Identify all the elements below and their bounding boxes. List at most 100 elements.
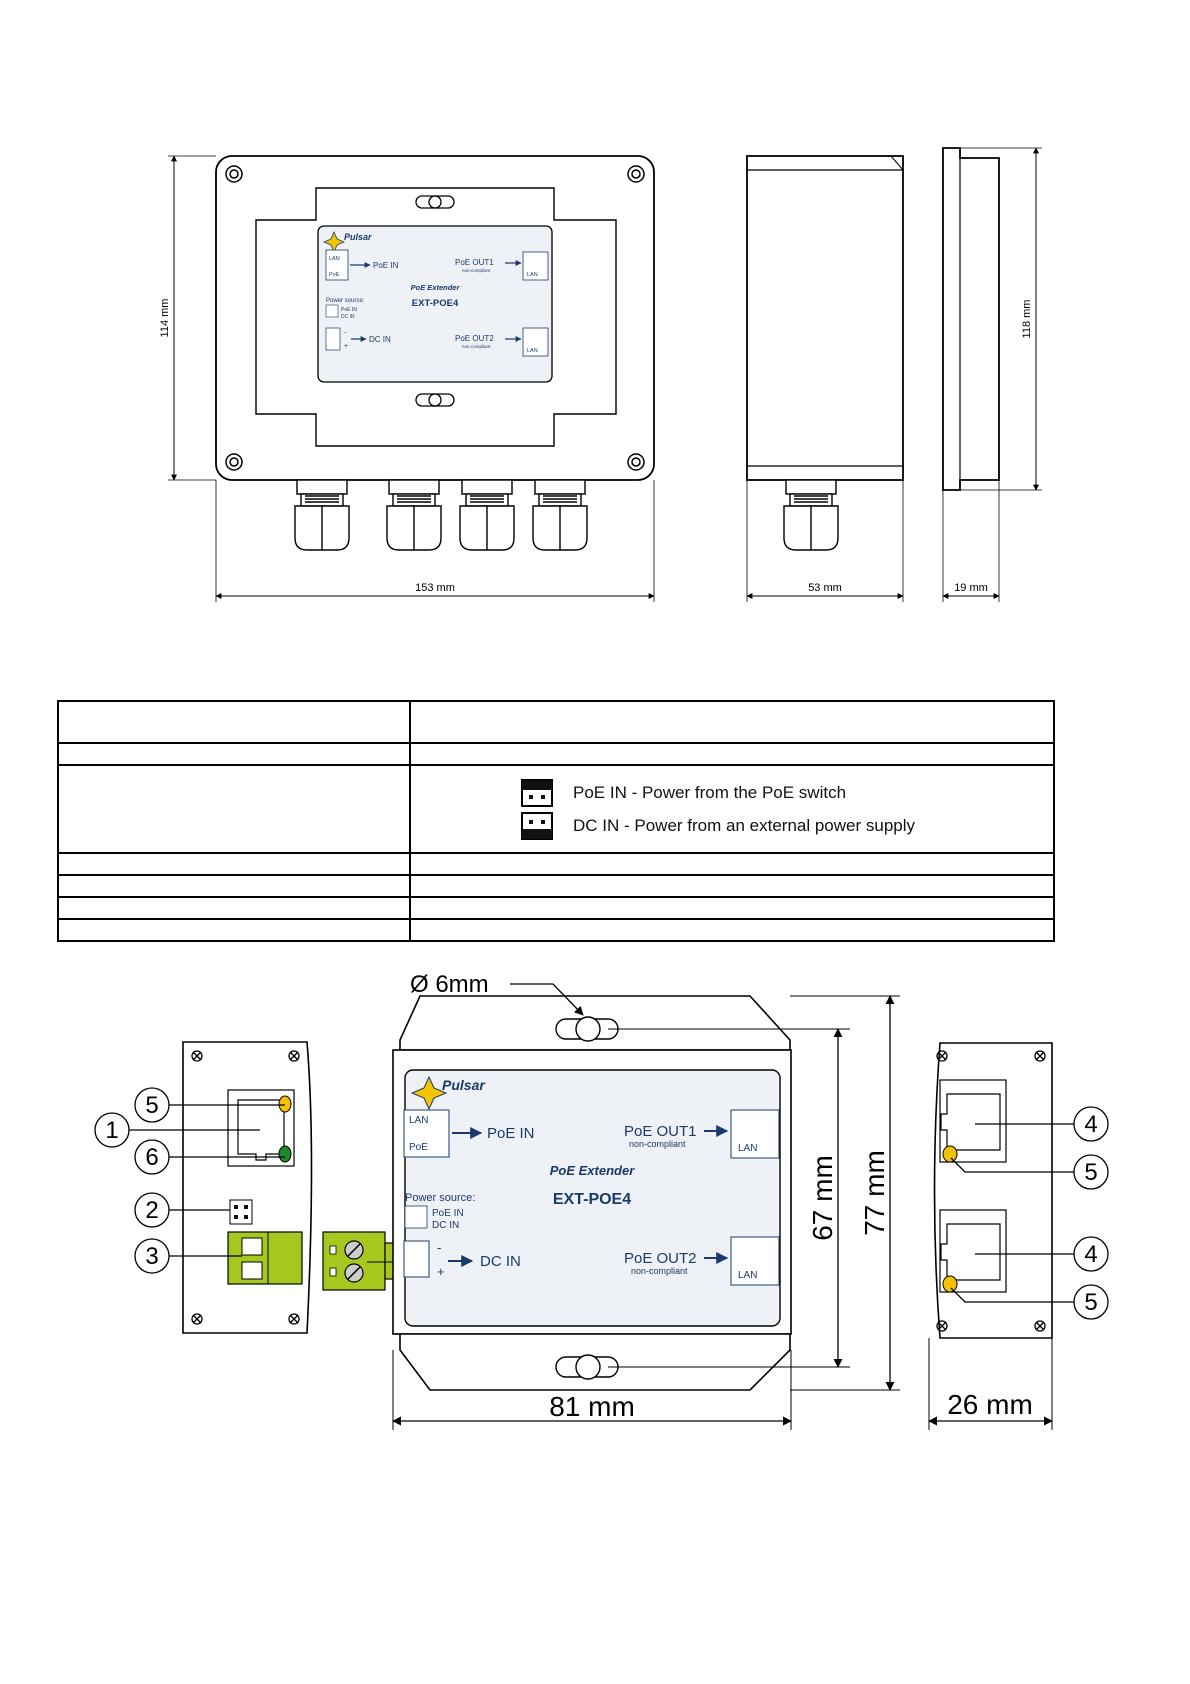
callout-badge: 2 [134, 1192, 170, 1228]
left-panel-shape [182, 1041, 313, 1334]
out1-lan-text: LAN [527, 272, 538, 278]
table-cell [409, 700, 1055, 744]
minus-text: - [437, 1240, 441, 1255]
table-row: PoE IN - Power from the PoE switch DC IN… [57, 764, 1055, 854]
brand-name: Pulsar [344, 232, 372, 242]
jumper-icon [325, 304, 339, 318]
jumper-pin [234, 1215, 238, 1219]
minus-text: - [344, 330, 347, 337]
callouts-right [950, 1123, 1074, 1303]
ps-dc-in-text: DC IN [432, 1220, 459, 1231]
cable-gland [459, 479, 515, 551]
edge-housing [942, 147, 1000, 491]
callout-badge: 6 [134, 1139, 170, 1175]
terminal-slot [241, 1261, 263, 1280]
screw-icon [936, 1320, 948, 1332]
callout-badge: 1 [94, 1112, 130, 1148]
input-lan-text: LAN [409, 1115, 428, 1126]
poe-out1-text: PoE OUT1 [624, 1123, 697, 1140]
callout-badge: 5 [134, 1087, 170, 1123]
cable-gland [783, 479, 839, 551]
callout-badge: 4 [1073, 1106, 1109, 1142]
input-port-box [403, 1109, 450, 1158]
input-poe-text: PoE [329, 272, 340, 278]
svg-text:3: 3 [145, 1243, 158, 1270]
table-cell [57, 700, 411, 744]
poe-in-text: PoE IN [487, 1125, 535, 1142]
dim-thickness-text: 19 mm [954, 582, 988, 594]
jumper-legend: PoE IN - Power from the PoE switch DC IN… [411, 776, 1053, 842]
device-detail-drawing: 5 1 6 2 3 Pulsar LAN P [94, 971, 1109, 1430]
poe-out2-note: non-compliant [462, 344, 491, 349]
table-cell [409, 852, 1055, 876]
out1-lan-text: LAN [738, 1143, 757, 1154]
callout-badge: 4 [1073, 1236, 1109, 1272]
callout-badge: 5 [1073, 1154, 1109, 1190]
mounting-plate [255, 187, 617, 447]
jumper-icon [404, 1205, 428, 1229]
input-port-box [325, 249, 349, 281]
plus-text: + [437, 1264, 445, 1279]
product-subtitle: PoE Extender [411, 283, 461, 292]
pulsar-logo-icon [410, 1075, 448, 1111]
dim-outer-height-text: 77 mm [859, 1150, 890, 1236]
svg-text:2: 2 [145, 1197, 158, 1224]
screw-icon [288, 1050, 300, 1062]
dc-terminal-icon [403, 1240, 430, 1278]
out1-port-box [730, 1109, 780, 1159]
side-housing [746, 155, 904, 481]
led-yellow [942, 1145, 958, 1163]
callouts-left [129, 1104, 285, 1257]
ps-dc-in-text: DC IN [341, 314, 355, 320]
table-cell [57, 874, 411, 898]
poe-out1-note: non-compliant [462, 268, 491, 273]
out2-lan-text: LAN [738, 1270, 757, 1281]
led-yellow [942, 1275, 958, 1293]
table-cell [57, 852, 411, 876]
out2-port-box [522, 327, 549, 357]
table-cell [57, 764, 411, 854]
rj45-opening [237, 1099, 285, 1161]
dc-in-text: DC IN [480, 1253, 521, 1270]
table-row [57, 852, 1055, 876]
legend-text: PoE IN - Power from the PoE switch [573, 782, 847, 802]
out2-lan-text: LAN [527, 348, 538, 354]
poe-in-text: PoE IN [373, 261, 399, 270]
screw-icon [191, 1050, 203, 1062]
dim-width-text: 81 mm [549, 1391, 635, 1422]
power-source-text: Power source: [326, 298, 365, 304]
plus-text: + [344, 343, 348, 350]
table-row [57, 874, 1055, 898]
corner-screw [225, 453, 243, 471]
dim-side-height-text: 118 mm [1021, 300, 1033, 339]
terminal-block [227, 1231, 303, 1285]
front-view: Pulsar LAN PoE PoE IN PoE OUT1 non-compl… [159, 155, 655, 602]
table-cell [57, 896, 411, 920]
product-name: EXT-POE4 [553, 1191, 631, 1208]
table-cell [409, 896, 1055, 920]
product-subtitle: PoE Extender [550, 1163, 635, 1178]
table-row [57, 896, 1055, 920]
input-lan-text: LAN [329, 256, 340, 262]
legend-item: DC IN - Power from an external power sup… [521, 809, 1053, 842]
led-green [278, 1145, 292, 1163]
device-top-view: Pulsar LAN PoE PoE IN PoE OUT1 non-compl… [392, 995, 792, 1391]
right-end-panel [933, 1042, 1053, 1339]
callout-badge: 3 [134, 1238, 170, 1274]
table-cell [57, 742, 411, 766]
dim-depth-text: 53 mm [808, 582, 842, 594]
svg-text:5: 5 [1084, 1159, 1097, 1186]
screw-icon [1034, 1050, 1046, 1062]
corner-screw [627, 165, 645, 183]
info-table: PoE IN - Power from the PoE switch DC IN… [57, 700, 1055, 942]
dim-inner-height-text: 67 mm [807, 1155, 838, 1241]
dim-height-text: 114 mm [159, 299, 171, 338]
ps-poe-in-text: PoE IN [432, 1208, 464, 1219]
poe-out1-text: PoE OUT1 [455, 258, 494, 267]
ps-poe-in-text: PoE IN [341, 307, 357, 313]
cable-gland [386, 479, 442, 551]
poe-out2-text: PoE OUT2 [455, 334, 494, 343]
side-edge [890, 155, 904, 171]
terminal-screw-icon [344, 1263, 364, 1283]
screw-icon [191, 1313, 203, 1325]
